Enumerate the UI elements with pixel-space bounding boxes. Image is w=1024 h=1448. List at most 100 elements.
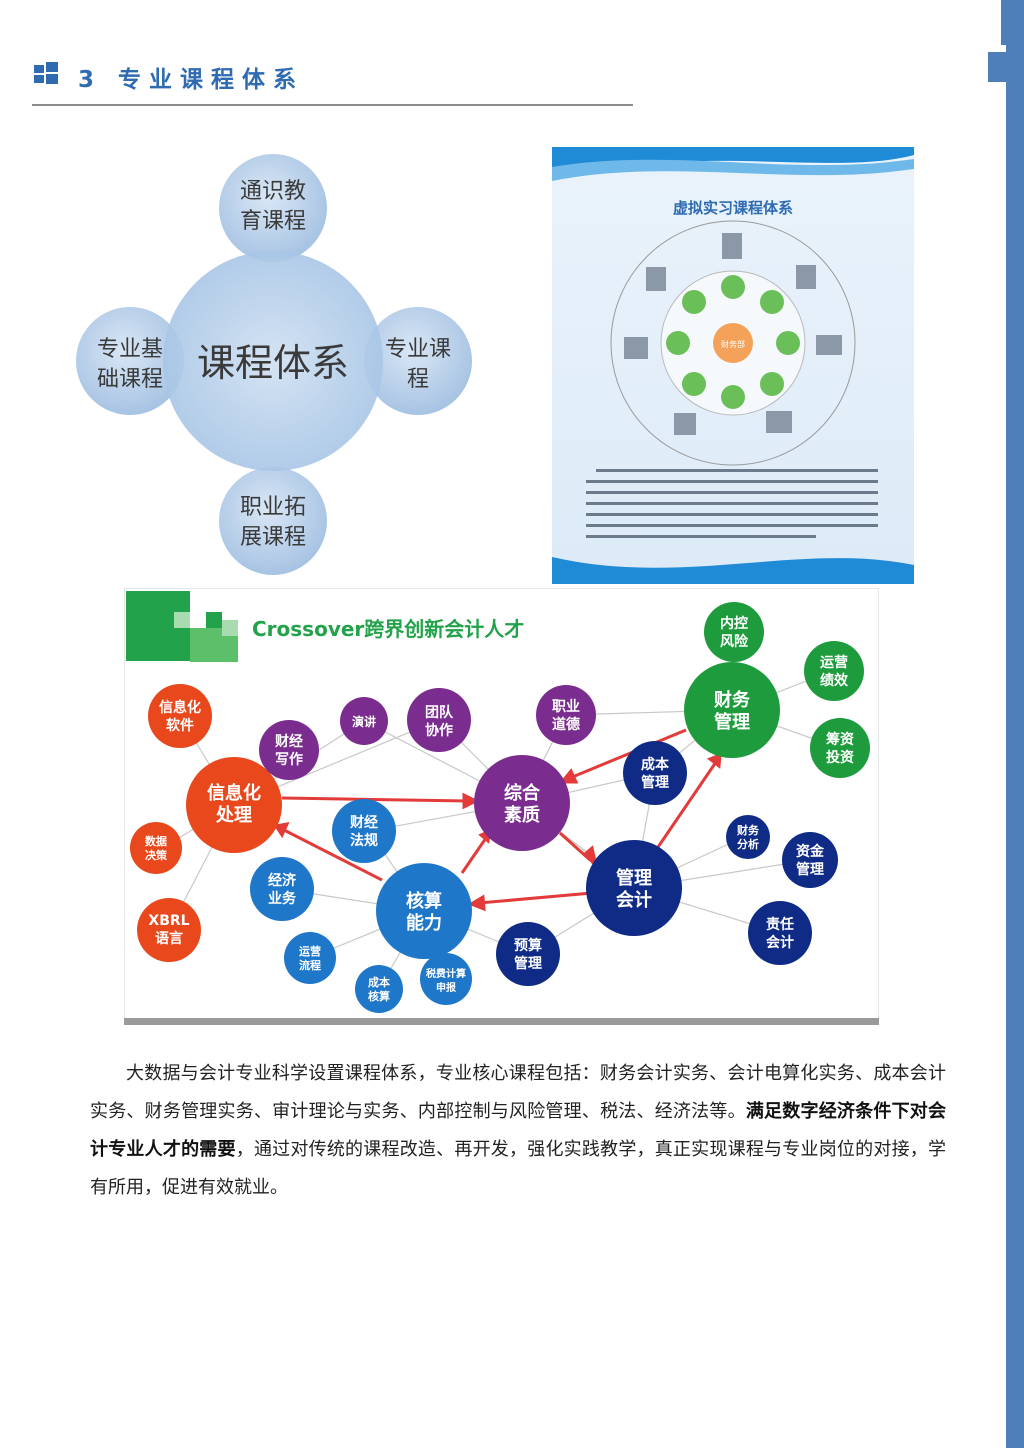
course-system-diagram: 课程体系 通识教 育课程 专业课 程 职业拓 展课程 专业基 础课程 <box>76 154 472 575</box>
outer-ring <box>610 220 856 466</box>
svg-text:流程: 流程 <box>299 958 321 972</box>
svg-text:团队: 团队 <box>425 704 454 721</box>
svg-text:语言: 语言 <box>155 930 183 947</box>
svg-text:业务: 业务 <box>268 890 297 907</box>
svg-text:申报: 申报 <box>436 981 456 994</box>
svg-text:能力: 能力 <box>406 912 442 934</box>
paragraph-part1: 大数据与会计专业科学设置课程体系，专业核心课程包括：财务会计实务、会计电算化实务… <box>90 1063 946 1122</box>
svg-text:协作: 协作 <box>425 722 453 739</box>
svg-text:处理: 处理 <box>215 804 252 826</box>
svg-text:决策: 决策 <box>145 848 168 862</box>
node-circle-left <box>76 307 184 415</box>
header-rule <box>32 104 633 106</box>
svg-text:写作: 写作 <box>275 751 303 768</box>
svg-text:道德: 道德 <box>552 716 580 733</box>
svg-text:分析: 分析 <box>737 837 759 851</box>
poster-title: 虚拟实习课程体系 <box>673 199 793 217</box>
svg-text:财务: 财务 <box>714 689 751 711</box>
svg-text:演讲: 演讲 <box>352 714 376 729</box>
svg-text:预算: 预算 <box>514 937 542 954</box>
svg-text:管理: 管理 <box>714 711 750 733</box>
center-circle <box>163 251 383 471</box>
node-label-right-1: 专业课 <box>385 337 451 362</box>
svg-text:核算: 核算 <box>406 890 442 912</box>
svg-text:信息化: 信息化 <box>207 782 261 804</box>
svg-text:法规: 法规 <box>350 832 378 849</box>
svg-text:风险: 风险 <box>720 633 749 650</box>
svg-text:运营: 运营 <box>299 944 321 958</box>
node-label-left-2: 础课程 <box>97 367 163 392</box>
svg-text:管理: 管理 <box>796 861 824 878</box>
node-circle-top <box>219 154 327 262</box>
page-edge-decoration <box>1001 0 1007 45</box>
svg-text:信息化: 信息化 <box>159 699 201 716</box>
poster-wave-bottom <box>552 557 914 584</box>
poster-wave-top <box>552 147 914 179</box>
node-label-top-2: 育课程 <box>240 209 306 234</box>
center-label: 课程体系 <box>197 341 349 385</box>
svg-text:管理: 管理 <box>616 867 652 889</box>
crossover-title: Crossover跨界创新会计人才 <box>252 617 524 641</box>
paragraph-part3: ，通过对传统的课程改造、再开发，强化实践教学，真正实现课程与专业岗位的对接，学有… <box>90 1139 947 1198</box>
svg-text:财务: 财务 <box>736 823 760 837</box>
svg-text:运营: 运营 <box>820 654 848 671</box>
outer-building-icons <box>624 233 842 435</box>
page-side-bar <box>1006 0 1024 1448</box>
node-label-top-1: 通识教 <box>240 179 306 204</box>
svg-text:核算: 核算 <box>368 989 390 1003</box>
node-yanjiang: 演讲 <box>340 697 388 745</box>
svg-text:会计: 会计 <box>616 889 652 911</box>
svg-text:软件: 软件 <box>166 717 194 734</box>
poster-caption-lines <box>586 469 878 538</box>
svg-text:素质: 素质 <box>504 805 540 826</box>
svg-text:财经: 财经 <box>274 733 303 750</box>
section-title: 3 专业课程体系 <box>78 67 305 93</box>
svg-text:经济: 经济 <box>268 872 297 889</box>
node-label-right-2: 程 <box>407 367 429 392</box>
page-side-tab <box>988 52 1024 82</box>
body-paragraph: 大数据与会计专业科学设置课程体系，专业核心课程包括：财务会计实务、会计电算化实务… <box>90 1055 946 1207</box>
svg-text:财务部: 财务部 <box>721 339 745 349</box>
svg-text:管理: 管理 <box>641 774 669 791</box>
inner-dept-nodes <box>666 275 800 409</box>
svg-text:成本: 成本 <box>368 975 390 989</box>
svg-text:内控: 内控 <box>720 615 748 632</box>
svg-text:绩效: 绩效 <box>820 672 849 689</box>
node-label-bottom-1: 职业拓 <box>240 495 306 520</box>
node-circle-right <box>364 307 472 415</box>
svg-text:会计: 会计 <box>766 934 794 951</box>
svg-text:数据: 数据 <box>145 834 167 848</box>
node-circle-bottom <box>219 467 327 575</box>
virtual-internship-poster: 虚拟实习课程体系 财务部 <box>552 147 914 584</box>
svg-text:责任: 责任 <box>766 916 794 933</box>
node-label-left-1: 专业基 <box>97 337 163 362</box>
node-label-bottom-2: 展课程 <box>240 525 306 550</box>
svg-text:资金: 资金 <box>796 843 825 860</box>
svg-text:财经: 财经 <box>349 814 378 831</box>
node-caiwu-guanli: 财务管理 <box>684 662 780 758</box>
